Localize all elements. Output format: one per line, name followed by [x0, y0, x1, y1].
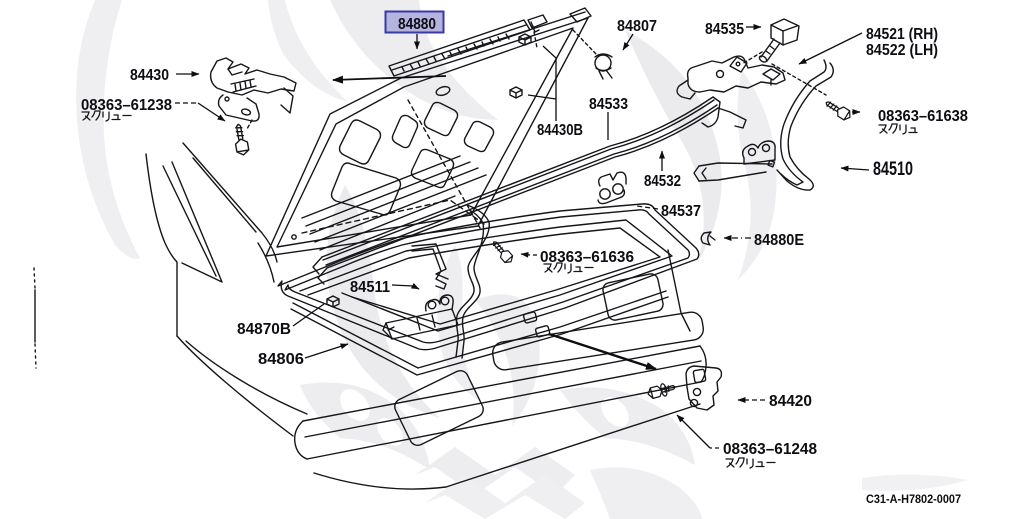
svg-text:84535: 84535: [705, 21, 744, 38]
svg-text:84807: 84807: [617, 18, 657, 35]
svg-text:84420: 84420: [769, 393, 812, 410]
svg-text:08363–61248: 08363–61248: [723, 441, 817, 458]
svg-text:84430: 84430: [130, 67, 169, 84]
svg-text:84537: 84537: [661, 203, 701, 220]
svg-text:84870B: 84870B: [237, 321, 291, 338]
svg-text:84511: 84511: [350, 279, 390, 296]
svg-text:84510: 84510: [873, 159, 913, 180]
svg-text:C31-A-H7802-0007: C31-A-H7802-0007: [866, 492, 961, 506]
svg-text:84806: 84806: [258, 351, 304, 368]
svg-text:84533: 84533: [589, 96, 628, 113]
svg-text:84430B: 84430B: [537, 122, 583, 139]
svg-text:08363–61238: 08363–61238: [81, 97, 172, 114]
svg-text:84532: 84532: [644, 173, 681, 190]
svg-text:08363–61636: 08363–61636: [540, 249, 634, 266]
svg-text:08363–61638: 08363–61638: [878, 108, 968, 125]
svg-text:84521 (RH): 84521 (RH): [866, 26, 938, 43]
svg-text:84880E: 84880E: [754, 232, 804, 249]
svg-text:84880: 84880: [398, 16, 436, 33]
svg-text:84522 (LH): 84522 (LH): [866, 42, 938, 59]
